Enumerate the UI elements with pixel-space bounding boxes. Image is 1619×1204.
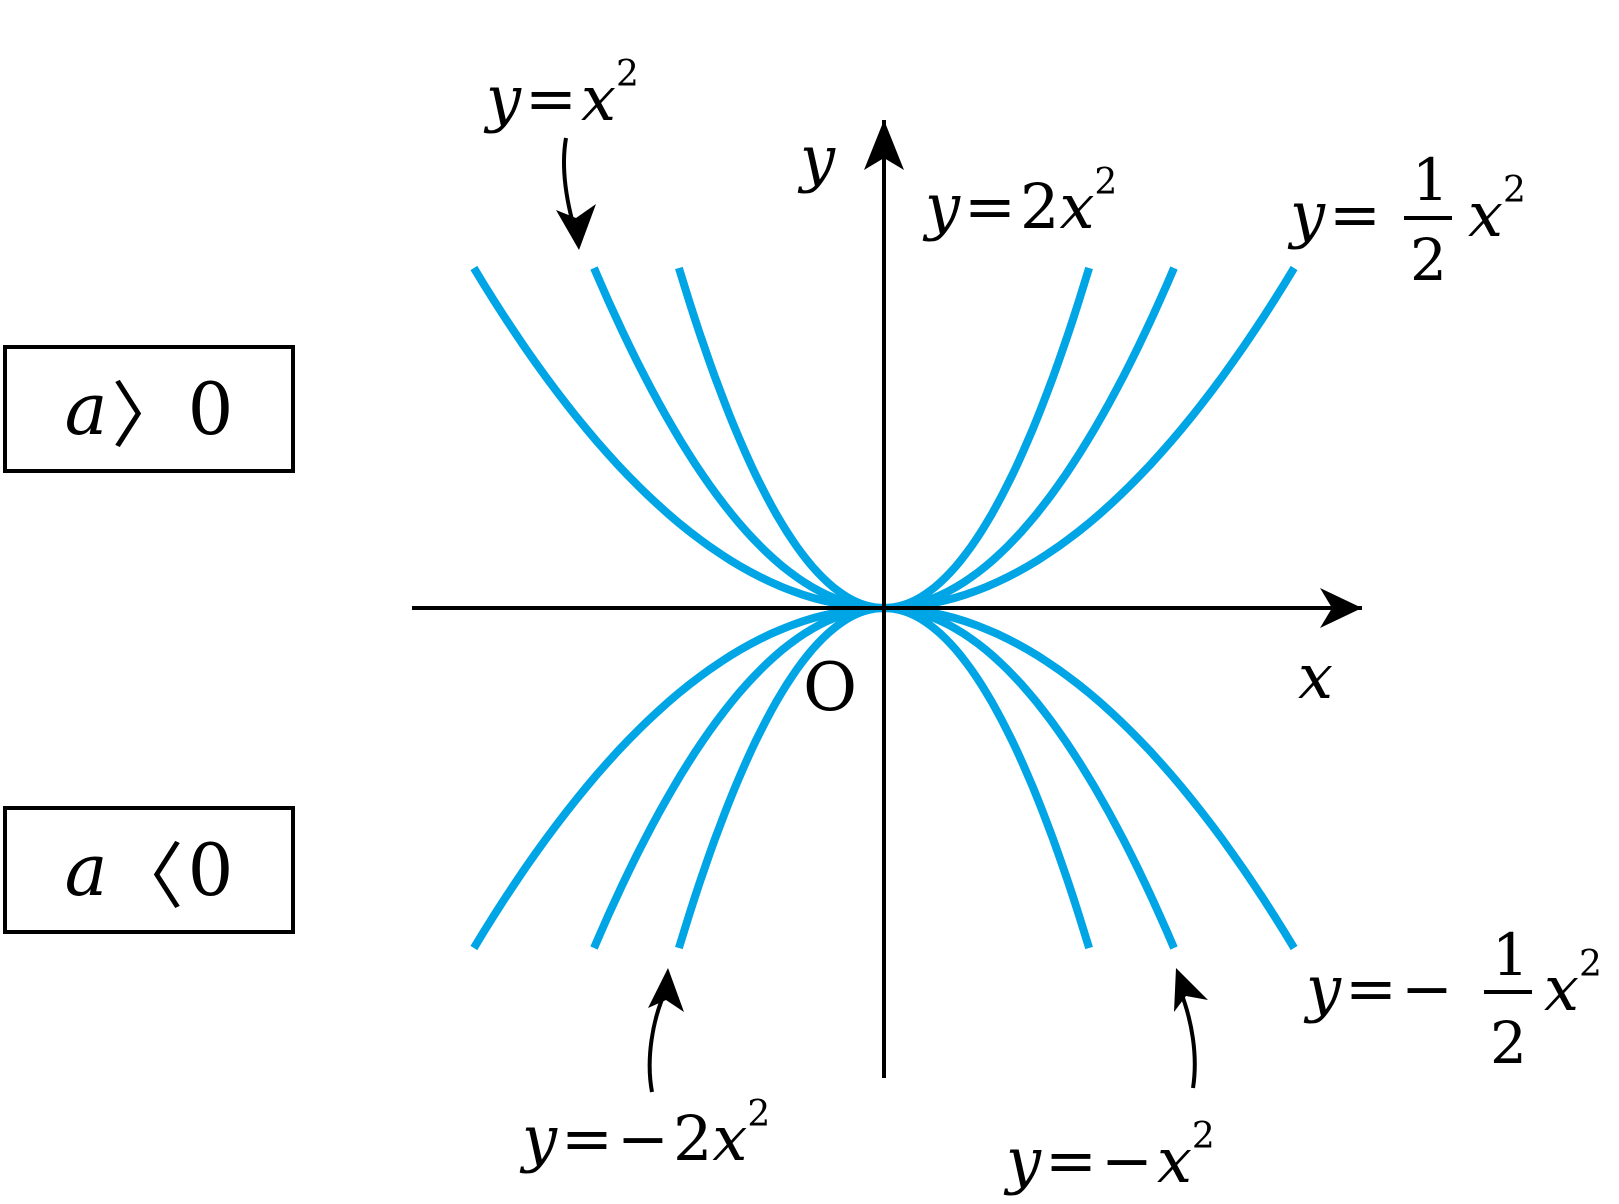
label-y-neg-half-x2: y=− 1 2 x2 (1303, 921, 1602, 1077)
case-variable: a (64, 828, 108, 912)
case-box-a-positive: a〉0 (3, 345, 295, 473)
y-axis-label: y (797, 122, 836, 195)
origin-label: O (803, 649, 857, 726)
pointer-arrow-y-negx2 (1178, 989, 1197, 1089)
svg-text:y=−2x2: y=−2x2 (519, 1094, 770, 1175)
case-value: 0 (187, 828, 234, 912)
svg-text:1: 1 (1412, 146, 1449, 214)
label-y-half-x2: y= 1 2 x2 (1287, 146, 1526, 294)
svg-text:y=−: y=− (1303, 952, 1453, 1025)
label-y-neg2x2: y=−2x2 (519, 1094, 770, 1175)
svg-text:1: 1 (1492, 921, 1529, 989)
svg-text:y=x2: y=x2 (483, 54, 639, 135)
case-variable: a (64, 367, 108, 451)
case-value: 0 (187, 367, 234, 451)
case-box-a-negative: a〈0 (3, 806, 295, 934)
pointer-arrow-head-icon (648, 968, 684, 1012)
case-relation: 〉 (111, 373, 184, 458)
x-axis-arrow-icon (1320, 588, 1362, 628)
pointer-arrow-head-icon (556, 204, 596, 250)
svg-text:x2: x2 (1468, 170, 1526, 251)
svg-text:y=−x2: y=−x2 (1003, 1116, 1215, 1197)
y-axis-arrow-icon (864, 120, 904, 170)
svg-text:2: 2 (1410, 226, 1447, 294)
label-y-x2: y=x2 (483, 54, 639, 135)
svg-text:x2: x2 (1544, 944, 1602, 1025)
pointer-arrow-head-icon (1174, 968, 1208, 1012)
label-y-2x2: y=2x2 (922, 162, 1117, 243)
svg-text:y=: y= (1287, 178, 1381, 251)
x-axis-label: x (1298, 640, 1333, 713)
svg-text:2: 2 (1490, 1009, 1527, 1077)
svg-text:y=2x2: y=2x2 (922, 162, 1117, 243)
case-relation: 〈 (111, 834, 184, 919)
label-y-negx2: y=−x2 (1003, 1116, 1215, 1197)
